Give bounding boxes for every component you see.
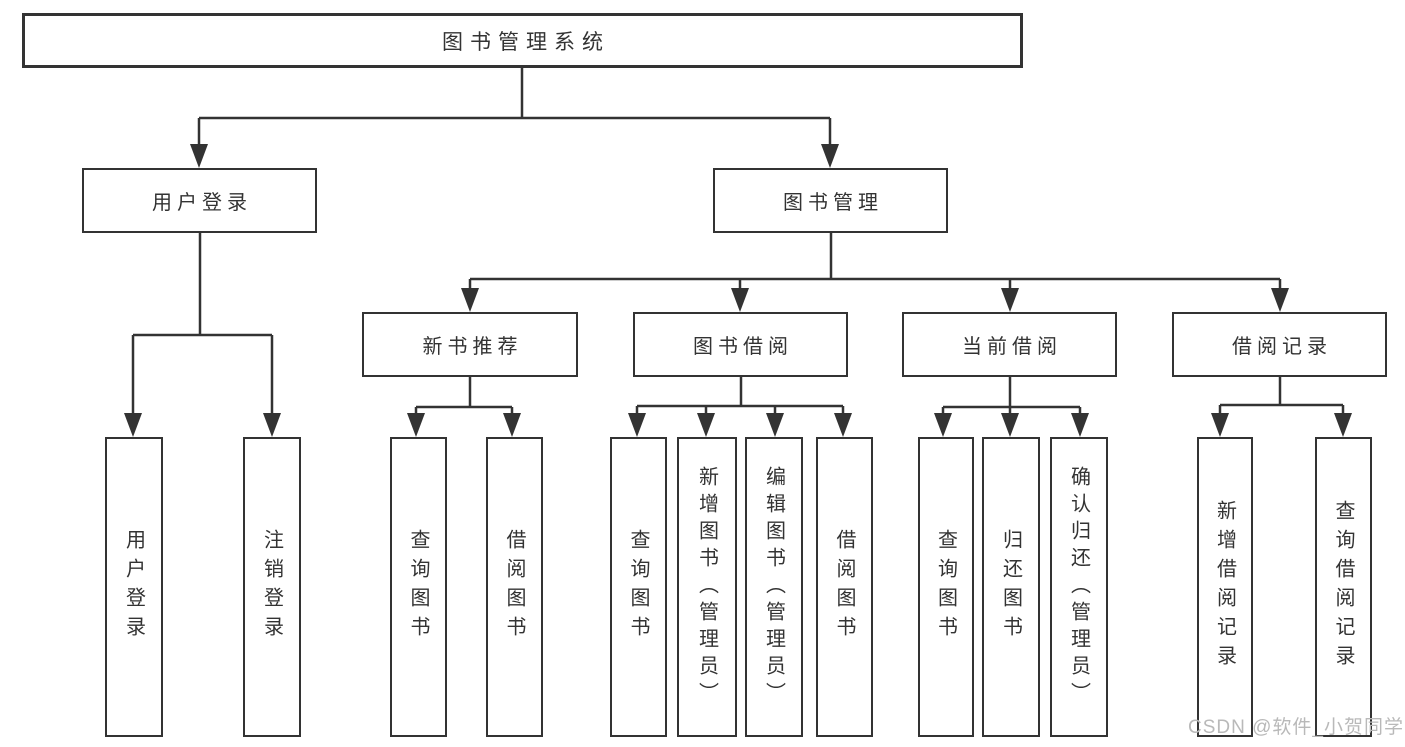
arrow-down-icon	[628, 413, 646, 437]
leaf-confirm-return-admin: 确认归还（管理员）	[1050, 437, 1108, 737]
node-new-book-recommendation: 新书推荐	[362, 312, 578, 377]
leaf-user-login: 用户登录	[105, 437, 163, 737]
leaf-query-borrow-record: 查询借阅记录	[1315, 437, 1372, 737]
arrow-down-icon	[461, 288, 479, 312]
node-current-borrowing: 当前借阅	[902, 312, 1117, 377]
arrow-down-icon	[190, 144, 208, 168]
leaf-label: 借阅图书	[503, 529, 525, 645]
leaf-label: 新增借阅记录	[1213, 500, 1236, 674]
arrow-down-icon	[1001, 288, 1019, 312]
leaf-edit-books-admin: 编辑图书（管理员）	[745, 437, 803, 737]
arrow-down-icon	[124, 413, 142, 437]
node-user-login: 用户登录	[82, 168, 317, 233]
arrow-down-icon	[731, 288, 749, 312]
arrow-down-icon	[821, 144, 839, 168]
leaf-label: 查询图书	[407, 529, 429, 645]
arrow-down-icon	[1071, 413, 1089, 437]
arrow-down-icon	[1334, 413, 1352, 437]
arrow-down-icon	[1271, 288, 1289, 312]
node-borrowing-records: 借阅记录	[1172, 312, 1387, 377]
leaf-label: 用户登录	[122, 529, 145, 645]
node-book-management: 图书管理	[713, 168, 948, 233]
leaf-borrow-books-recommend: 借阅图书	[486, 437, 543, 737]
arrow-down-icon	[263, 413, 281, 437]
arrow-down-icon	[503, 413, 521, 437]
leaf-return-books: 归还图书	[982, 437, 1040, 737]
leaf-logout: 注销登录	[243, 437, 301, 737]
leaf-label: 查询图书	[934, 529, 957, 645]
leaf-label: 注销登录	[260, 529, 283, 645]
csdn-watermark: CSDN @软件_小贺同学	[1188, 717, 1404, 738]
leaf-label: 编辑图书（管理员）	[762, 465, 785, 709]
node-book-management-system: 图书管理系统	[22, 13, 1023, 68]
leaf-add-borrow-record: 新增借阅记录	[1197, 437, 1253, 737]
leaf-label: 确认归还（管理员）	[1067, 465, 1090, 709]
leaf-label: 查询图书	[627, 529, 649, 645]
arrow-down-icon	[934, 413, 952, 437]
leaf-query-books-recommend: 查询图书	[390, 437, 447, 737]
arrow-down-icon	[1001, 413, 1019, 437]
leaf-label: 归还图书	[999, 529, 1022, 645]
leaf-label: 查询借阅记录	[1332, 500, 1354, 674]
leaf-add-books-admin: 新增图书（管理员）	[677, 437, 737, 737]
arrow-down-icon	[1211, 413, 1229, 437]
arrow-down-icon	[407, 413, 425, 437]
leaf-query-books-borrowing: 查询图书	[610, 437, 667, 737]
arrow-down-icon	[834, 413, 852, 437]
arrow-down-icon	[766, 413, 784, 437]
node-book-borrowing: 图书借阅	[633, 312, 848, 377]
leaf-query-books-current: 查询图书	[918, 437, 974, 737]
leaf-borrow-books-borrowing: 借阅图书	[816, 437, 873, 737]
arrow-down-icon	[697, 413, 715, 437]
leaf-label: 借阅图书	[833, 529, 855, 645]
leaf-label: 新增图书（管理员）	[695, 465, 718, 709]
